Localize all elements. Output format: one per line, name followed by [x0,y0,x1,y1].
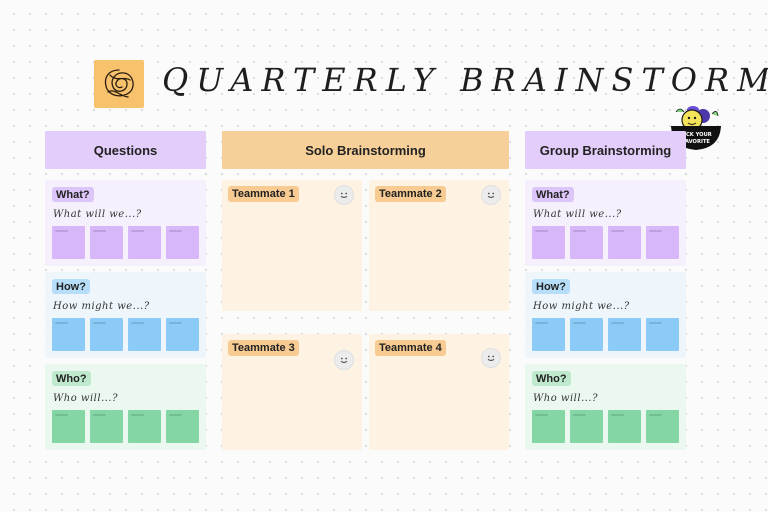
solo-brainstorming-header-label: Solo Brainstorming [305,142,426,158]
sticky-note[interactable] [646,318,679,351]
teammate-4-panel[interactable]: Teammate 4 [369,334,509,450]
who-tag: Who? [52,371,91,386]
sticky-note[interactable] [608,226,641,259]
teammate-3-panel[interactable]: Teammate 3 [222,334,362,450]
group-how-section: How? How might we...? [525,272,686,358]
how-prompt: How might we...? [53,301,150,312]
sticky-note[interactable] [52,410,85,443]
sticky-note[interactable] [646,226,679,259]
teammate-2-label: Teammate 2 [375,186,446,202]
teammate-4-label: Teammate 4 [375,340,446,356]
svg-text:PICK YOUR: PICK YOUR [680,132,712,138]
sticky-note[interactable] [532,226,565,259]
teammate-3-label: Teammate 3 [228,340,299,356]
smiley-face-icon[interactable] [481,348,501,368]
sticky-note[interactable] [646,410,679,443]
group-brainstorming-header: Group Brainstorming [525,131,686,169]
what-prompt: What will we...? [53,209,142,220]
group-what-section: What? What will we...? [525,180,686,266]
sticky-note[interactable] [166,410,199,443]
how-tag: How? [52,279,90,294]
questions-header-label: Questions [93,142,158,158]
solo-brainstorming-header: Solo Brainstorming [222,131,509,169]
group-who-section: Who? Who will...? [525,364,686,450]
what-prompt: What will we...? [533,209,622,220]
sticky-note[interactable] [608,410,641,443]
board-logo [94,60,144,108]
who-tag: Who? [532,371,571,386]
page-title: QUARTERLY BRAINSTORM [162,61,768,99]
sticky-note[interactable] [128,318,161,351]
sticky-note[interactable] [570,410,603,443]
sticky-note[interactable] [570,226,603,259]
sticky-note[interactable] [532,318,565,351]
sticky-note[interactable] [128,226,161,259]
questions-how-section: How? How might we...? [45,272,206,358]
questions-what-section: What? What will we...? [45,180,206,266]
questions-who-section: Who? Who will...? [45,364,206,450]
sticky-note[interactable] [166,318,199,351]
teammate-1-panel[interactable]: Teammate 1 [222,180,362,311]
sticky-note[interactable] [90,410,123,443]
sticky-note[interactable] [608,318,641,351]
how-prompt: How might we...? [533,301,630,312]
sticky-note[interactable] [532,410,565,443]
scribble-logo-icon [104,69,134,98]
sticky-note[interactable] [166,226,199,259]
group-brainstorming-header-label: Group Brainstorming [539,142,672,158]
sticky-note[interactable] [90,226,123,259]
sticky-note[interactable] [90,318,123,351]
smiley-face-icon[interactable] [334,350,354,370]
who-prompt: Who will...? [533,393,598,404]
questions-header: Questions [45,131,206,169]
teammate-1-label: Teammate 1 [228,186,299,202]
smiley-face-icon[interactable] [481,185,501,205]
svg-text:FAVORITE: FAVORITE [682,139,710,145]
smiley-face-icon[interactable] [334,185,354,205]
sticky-note[interactable] [570,318,603,351]
sticky-note[interactable] [52,318,85,351]
sticky-note[interactable] [128,410,161,443]
who-prompt: Who will...? [53,393,118,404]
what-tag: What? [52,187,94,202]
sticky-note[interactable] [52,226,85,259]
how-tag: How? [532,279,570,294]
teammate-2-panel[interactable]: Teammate 2 [369,180,509,311]
what-tag: What? [532,187,574,202]
